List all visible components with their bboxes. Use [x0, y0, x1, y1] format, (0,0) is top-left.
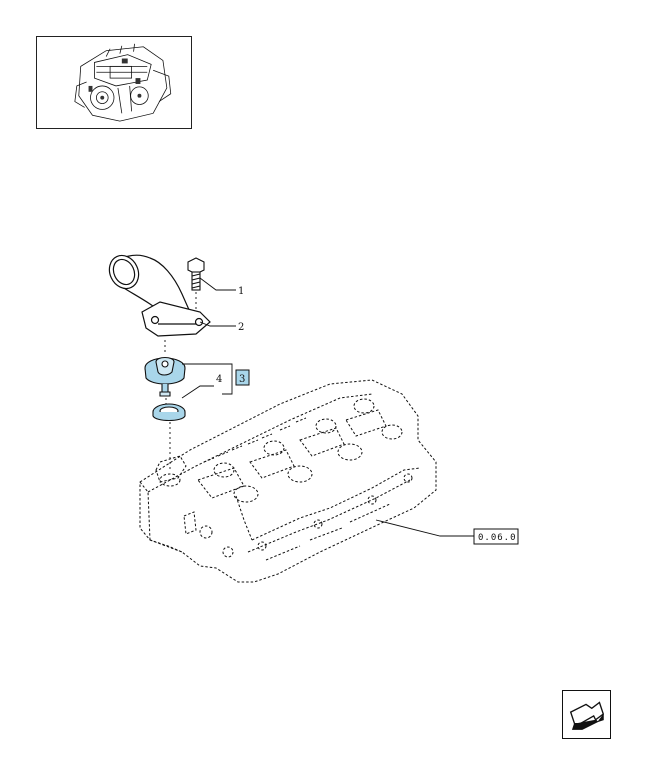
callout-3: 3 — [239, 374, 245, 385]
thermostat-part[interactable] — [144, 356, 186, 397]
reference-label: 0.06.0 — [478, 533, 517, 543]
bolt-part[interactable] — [187, 257, 205, 291]
engine-thumbnail-icon — [74, 43, 172, 122]
callout-1: 1 — [238, 286, 244, 297]
callout-2: 2 — [238, 322, 244, 333]
next-page-button[interactable] — [562, 690, 611, 739]
reference-box[interactable] — [473, 528, 519, 545]
cylinder-head-outline — [139, 379, 437, 583]
seal-ring-part[interactable] — [152, 403, 186, 422]
next-page-arrow-icon — [569, 701, 605, 730]
callout-4: 4 — [216, 374, 222, 385]
callout-3-box[interactable] — [235, 369, 250, 386]
outlet-elbow-part[interactable] — [104, 251, 211, 337]
engine-thumbnail[interactable] — [36, 36, 192, 129]
